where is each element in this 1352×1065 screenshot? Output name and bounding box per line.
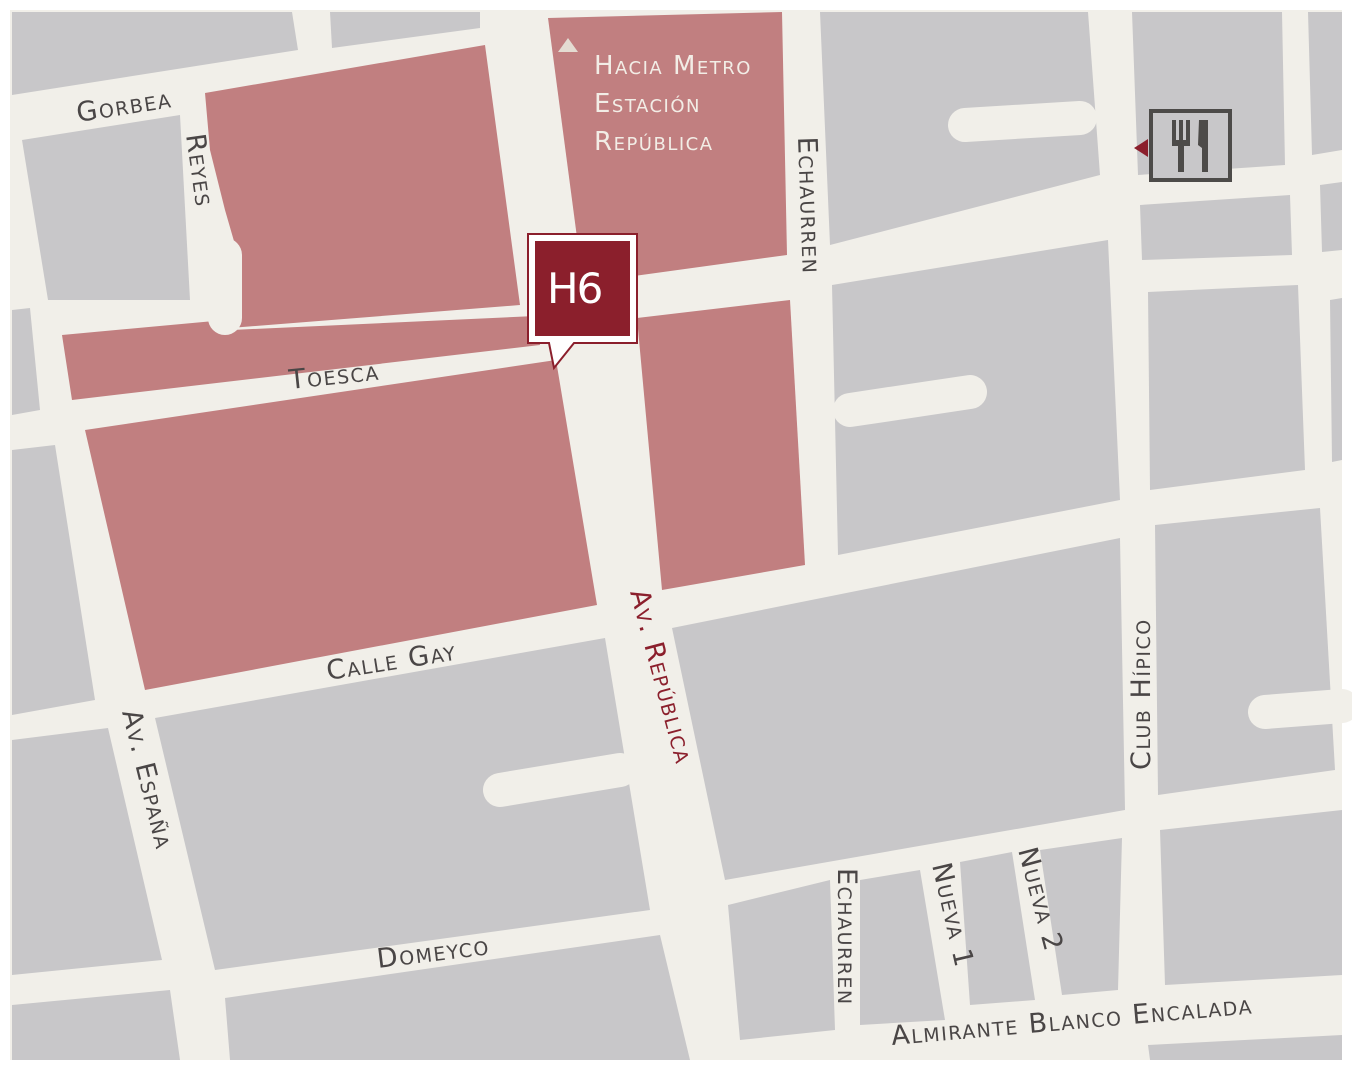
dead-end-streets (208, 101, 1352, 807)
city-block (1320, 182, 1342, 252)
highlight-block (637, 300, 805, 590)
city-block (12, 12, 298, 95)
highlighted-area (62, 12, 805, 690)
city-block (12, 728, 162, 975)
city-block (672, 538, 1125, 880)
city-block (1160, 810, 1342, 985)
metro-note-line-2: Estación (594, 89, 701, 119)
marker-box (535, 241, 630, 336)
restaurant-icon-frame (1149, 109, 1232, 182)
highlight-block (85, 360, 597, 690)
dead-end-street (833, 375, 987, 427)
highlight-block (548, 12, 787, 283)
city-block (1148, 285, 1305, 490)
city-block (1040, 838, 1122, 995)
city-block (12, 445, 95, 715)
marker-label: H6 (547, 264, 602, 313)
city-block (155, 638, 650, 970)
city-block (330, 12, 480, 48)
city-block (22, 115, 190, 300)
city-block (12, 990, 180, 1060)
city-block (1140, 195, 1292, 260)
street-label-echaurren-north: Echaurren (791, 136, 827, 275)
city-block (1148, 1035, 1342, 1060)
metro-note: Hacia Metro Estación República (558, 38, 752, 157)
street-label-echaurren-south: Echaurren (831, 868, 862, 1006)
city-block (860, 870, 945, 1025)
dead-end-street (483, 753, 637, 807)
city-block (1155, 508, 1335, 795)
city-block (1308, 12, 1342, 155)
highlight-block (205, 45, 520, 328)
city-block (1330, 298, 1342, 462)
metro-note-line-3: República (594, 127, 714, 157)
fork-knife-icon (1172, 120, 1208, 172)
dead-end-street (1248, 689, 1352, 729)
street-label-club-hipico: Club Hípico (1126, 618, 1157, 770)
dead-end-street (948, 101, 1097, 142)
highlight-block (62, 316, 540, 400)
up-triangle-icon (558, 38, 578, 52)
left-triangle-icon (1134, 139, 1148, 157)
metro-note-line-1: Hacia Metro (594, 51, 752, 81)
location-marker[interactable]: H6 (527, 233, 638, 371)
city-block (728, 880, 835, 1040)
city-block (960, 852, 1035, 1005)
city-block (12, 308, 40, 415)
city-block (225, 935, 690, 1060)
restaurant-marker[interactable] (1134, 109, 1232, 182)
city-blocks (12, 12, 1342, 1060)
